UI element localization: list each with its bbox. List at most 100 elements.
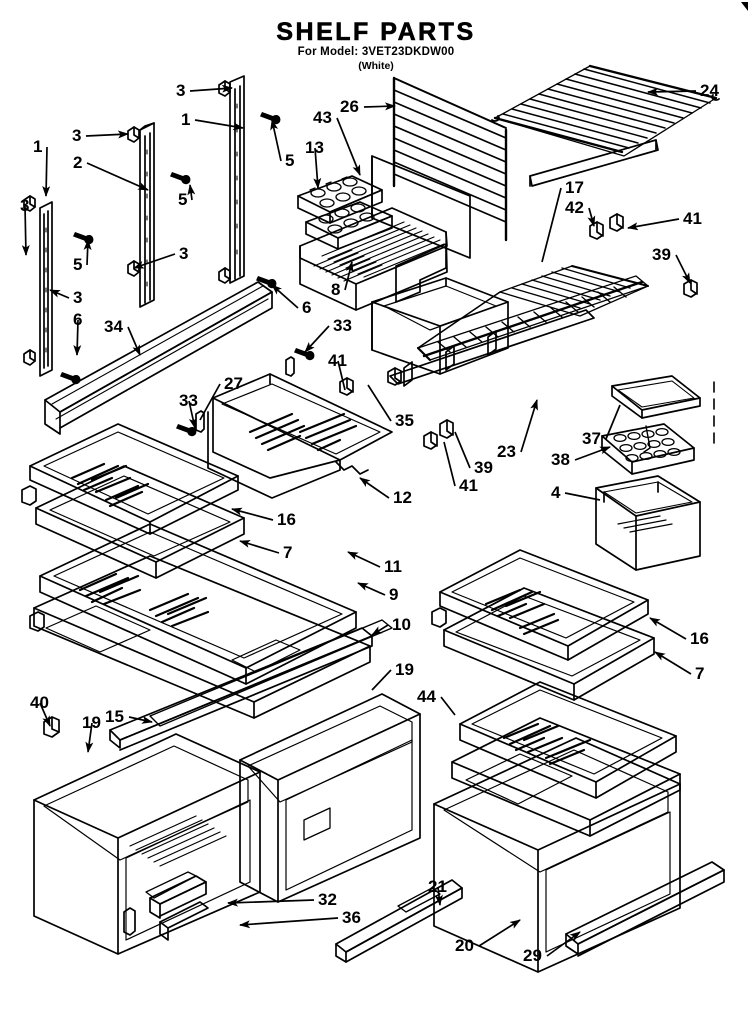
callout-17: 17 bbox=[565, 178, 584, 197]
leader-line-33 bbox=[188, 400, 197, 429]
leader-line-39 bbox=[675, 254, 691, 284]
page-corner-mark bbox=[741, 2, 748, 11]
leader-line-7 bbox=[654, 651, 692, 675]
callout-32: 32 bbox=[318, 890, 337, 909]
callout-44: 44 bbox=[417, 687, 436, 706]
trim-stick-20 bbox=[397, 887, 441, 913]
leader-line-35 bbox=[367, 384, 392, 422]
ice-tray-38 bbox=[601, 423, 695, 475]
callout-19: 19 bbox=[395, 660, 414, 679]
callout-26: 26 bbox=[340, 97, 359, 116]
callout-19: 19 bbox=[82, 713, 101, 732]
callout-20: 20 bbox=[455, 936, 474, 955]
leader-line-42 bbox=[587, 207, 596, 227]
leader-line-34 bbox=[127, 326, 141, 356]
model-number-line: For Model: 3VET23DKDW00 bbox=[297, 46, 455, 58]
leader-line-33 bbox=[304, 325, 330, 353]
callout-29: 29 bbox=[523, 946, 542, 965]
glass-shelf-44 bbox=[451, 681, 681, 837]
finish-label: (White) bbox=[358, 60, 394, 72]
callout-37: 37 bbox=[582, 429, 601, 448]
leader-line-19 bbox=[85, 722, 94, 753]
callout-9: 9 bbox=[389, 585, 399, 604]
top-wire-shelf-24 bbox=[491, 64, 720, 187]
glass-shelf-16-right bbox=[431, 549, 655, 701]
crisper-pan bbox=[371, 277, 509, 375]
rail-screw-set bbox=[60, 112, 281, 385]
callout-3: 3 bbox=[176, 81, 186, 100]
leader-line-27 bbox=[199, 383, 221, 421]
glass-shelf-16-left bbox=[21, 423, 245, 579]
drawer-rail-parts bbox=[123, 875, 209, 941]
callout-16: 16 bbox=[690, 629, 709, 648]
leader-line-8 bbox=[344, 261, 354, 291]
callout-2: 2 bbox=[73, 153, 83, 172]
callout-6: 6 bbox=[73, 310, 83, 329]
callout-27: 27 bbox=[224, 374, 243, 393]
callout-11: 11 bbox=[384, 557, 402, 576]
hardware-cluster-center bbox=[176, 213, 698, 450]
callout-13: 13 bbox=[305, 138, 324, 157]
callout-35: 35 bbox=[395, 411, 414, 430]
leader-line-3 bbox=[189, 84, 233, 93]
leader-line-2 bbox=[86, 162, 149, 191]
leader-line-26 bbox=[363, 102, 396, 111]
leader-line-5 bbox=[270, 119, 282, 162]
callout-16: 16 bbox=[277, 510, 296, 529]
leader-line-20 bbox=[478, 919, 521, 947]
leader-line-3 bbox=[85, 130, 129, 139]
leader-line-16 bbox=[231, 507, 274, 521]
leader-line-17 bbox=[541, 187, 562, 263]
leader-line-1 bbox=[194, 119, 244, 131]
leader-line-21 bbox=[434, 886, 443, 906]
callout-36: 36 bbox=[342, 908, 361, 927]
leader-line-9 bbox=[357, 582, 386, 596]
leader-line-41 bbox=[337, 360, 346, 391]
leader-line-3 bbox=[21, 205, 30, 256]
leader-line-43 bbox=[336, 117, 361, 176]
leader-line-5 bbox=[187, 184, 196, 201]
front-trim-rail-34 bbox=[44, 281, 273, 435]
leader-line-12 bbox=[359, 477, 390, 499]
page-title: SHELF PARTS bbox=[276, 18, 476, 47]
callout-6: 6 bbox=[302, 298, 312, 317]
callout-34: 34 bbox=[104, 317, 123, 336]
callout-41: 41 bbox=[459, 476, 478, 495]
callout-3: 3 bbox=[72, 126, 82, 145]
callout-23: 23 bbox=[497, 442, 516, 461]
callout-24: 24 bbox=[700, 81, 719, 100]
leader-line-23 bbox=[520, 399, 538, 453]
shelf-support-rail-15 bbox=[149, 619, 393, 727]
leader-line-10 bbox=[371, 624, 389, 636]
callout-39: 39 bbox=[652, 245, 671, 264]
callout-3: 3 bbox=[73, 288, 83, 307]
callout-41: 41 bbox=[328, 351, 347, 370]
callout-33: 33 bbox=[179, 391, 198, 410]
leader-line-11 bbox=[347, 551, 381, 568]
callout-33: 33 bbox=[333, 316, 352, 335]
shelf-rail-right-inner bbox=[229, 75, 245, 284]
callout-43: 43 bbox=[313, 108, 332, 127]
callout-3: 3 bbox=[179, 244, 189, 263]
leader-line-24 bbox=[647, 87, 697, 96]
leader-line-40 bbox=[39, 702, 51, 727]
trim-stick-21 bbox=[335, 879, 463, 963]
callout-40: 40 bbox=[30, 693, 49, 712]
leader-line-3 bbox=[133, 253, 176, 269]
trim-stick-29 bbox=[565, 861, 725, 957]
callout-38: 38 bbox=[551, 450, 570, 469]
leader-line-41 bbox=[443, 441, 456, 487]
callout-5: 5 bbox=[178, 190, 188, 209]
crisper-drawer-right bbox=[433, 737, 681, 973]
leader-line-36 bbox=[239, 917, 339, 929]
rear-wire-grille-26 bbox=[392, 76, 508, 242]
callout-4: 4 bbox=[551, 483, 561, 502]
crisper-drawer-center bbox=[239, 693, 421, 903]
callout-1: 1 bbox=[181, 110, 191, 129]
ice-cover-37 bbox=[611, 375, 701, 419]
leader-line-37 bbox=[605, 404, 621, 440]
glass-shelf-11-9-left bbox=[29, 523, 371, 719]
callout-1: 1 bbox=[33, 137, 43, 156]
